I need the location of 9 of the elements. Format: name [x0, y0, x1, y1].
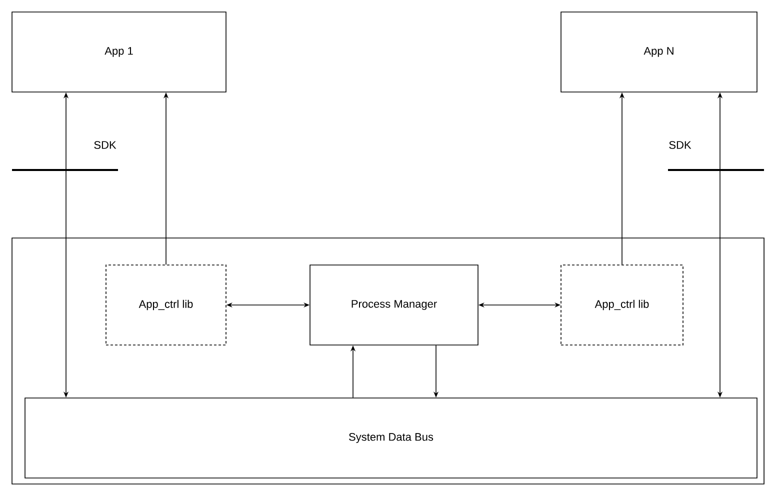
layer-label: SDK [669, 141, 692, 149]
app-box: App N [560, 12, 758, 92]
container-box [12, 238, 764, 484]
library-box: App_ctrl lib [560, 264, 684, 346]
layer-label: SDK [94, 141, 116, 149]
library-box: App_ctrl lib [106, 264, 226, 346]
process-box: Process Manager [310, 264, 478, 346]
app-box: App 1 [12, 12, 226, 92]
bus-box: System Data Bus [24, 398, 758, 478]
